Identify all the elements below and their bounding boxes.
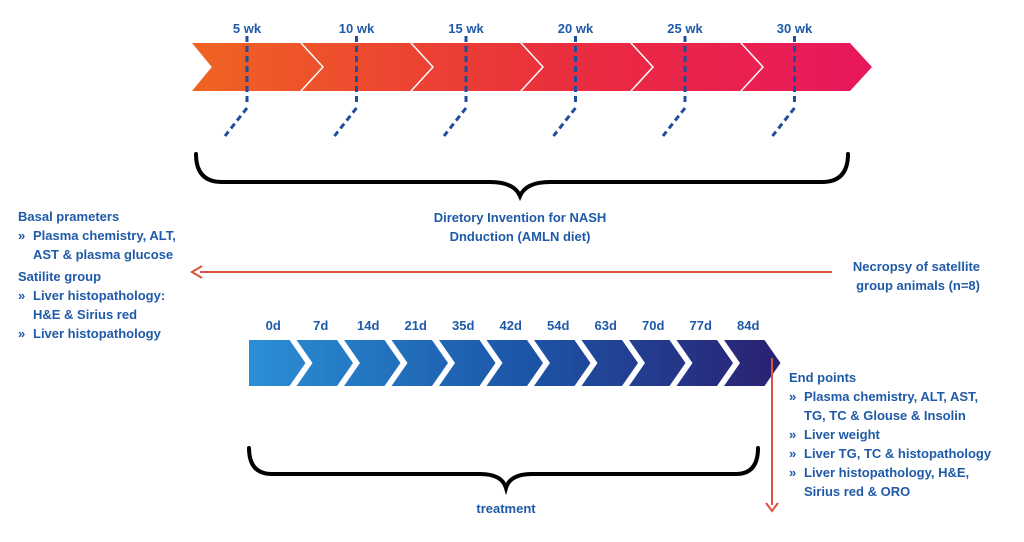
diet-label-line2: Dnduction (AMLN diet) [449, 229, 591, 244]
diet-chevron [192, 43, 322, 91]
list-item: Liver histopathology, H&E, [789, 463, 991, 482]
basal-parameters: Basal prameters Plasma chemistry, ALT, A… [18, 207, 176, 264]
day-label: 35d [452, 318, 475, 333]
satellite-title: Satilite group [18, 269, 102, 284]
treatment-period-brace [247, 446, 760, 496]
week-label: 10 wk [338, 21, 375, 36]
necropsy-line1: Necropsy of satellite [852, 259, 980, 274]
day-label: 77d [689, 318, 712, 333]
list-item: Liver weight [789, 425, 991, 444]
satellite-list: Liver histopathology: H&E & Sirius red L… [18, 286, 165, 343]
week-marker-diagonal [661, 107, 687, 137]
diet-chevron [632, 43, 762, 91]
end-points: End points Plasma chemistry, ALT, AST, T… [789, 368, 991, 501]
day-label: 63d [594, 318, 617, 333]
week-marker-diagonal [771, 107, 796, 137]
day-label: 21d [404, 318, 427, 333]
week-label: 5 wk [232, 21, 262, 36]
list-item-continued: H&E & Sirius red [33, 307, 138, 322]
day-label: 14d [357, 318, 380, 333]
treatment-chevron [676, 340, 733, 386]
treatment-label: treatment [476, 501, 536, 516]
list-item: Plasma chemistry, ALT, [18, 226, 176, 245]
treatment-chevron [344, 340, 401, 386]
day-label: 84d [737, 318, 760, 333]
list-item: Liver histopathology: [18, 286, 165, 305]
basal-title: Basal prameters [18, 209, 120, 224]
diet-timeline-chevrons [192, 43, 872, 91]
list-item: Liver TG, TC & histopathology [789, 444, 991, 463]
endpoints-title: End points [789, 370, 857, 385]
diet-period-label: Diretory Invention for NASH Dnduction (A… [380, 208, 660, 246]
treatment-chevron [486, 340, 543, 386]
day-label: 7d [313, 318, 329, 333]
list-item-continued: TG, TC & Glouse & Insolin [804, 408, 966, 423]
week-marker-diagonal [223, 107, 249, 137]
treatment-chevron [296, 340, 353, 386]
day-label: 0d [265, 318, 281, 333]
necropsy-line2: group animals (n=8) [856, 278, 980, 293]
list-item: H&E & Sirius red [18, 305, 165, 324]
diet-chevron [742, 43, 872, 91]
week-label: 25 wk [667, 21, 703, 36]
endpoints-list: Plasma chemistry, ALT, AST, TG, TC & Glo… [789, 387, 991, 501]
satellite-group: Satilite group Liver histopathology: H&E… [18, 267, 165, 343]
list-item-continued: AST & plasma glucose [33, 247, 174, 262]
week-marker-diagonal [333, 107, 358, 137]
diet-chevron [522, 43, 652, 91]
necropsy-arrowhead [190, 265, 203, 279]
week-label: 15 wk [448, 21, 484, 36]
treatment-chevron [724, 340, 781, 386]
treatment-chevron [534, 340, 591, 386]
list-item: AST & plasma glucose [18, 245, 176, 264]
treatment-chevron [391, 340, 448, 386]
treatment-chevron [629, 340, 686, 386]
week-marker-diagonal [552, 107, 577, 137]
week-label: 20 wk [557, 21, 594, 36]
diet-label-line1: Diretory Invention for NASH [433, 210, 607, 225]
list-item: Plasma chemistry, ALT, AST, [789, 387, 991, 406]
week-marker-diagonal [442, 107, 468, 137]
day-label: 54d [547, 318, 570, 333]
treatment-chevron [249, 340, 306, 386]
treatment-timeline-chevrons [249, 340, 781, 386]
list-item: Sirius red & ORO [789, 482, 991, 501]
diet-period-brace [194, 152, 850, 202]
day-label: 42d [499, 318, 522, 333]
treatment-chevron [439, 340, 496, 386]
endpoint-arrowhead [765, 502, 779, 513]
necropsy-label: Necropsy of satellite group animals (n=8… [800, 257, 980, 295]
diet-chevron [302, 43, 432, 91]
basal-list: Plasma chemistry, ALT, AST & plasma gluc… [18, 226, 176, 264]
list-item-continued: Sirius red & ORO [804, 484, 911, 499]
diet-chevron [412, 43, 542, 91]
day-label: 70d [642, 318, 665, 333]
treatment-chevron [581, 340, 638, 386]
list-item: Liver histopathology [18, 324, 165, 343]
week-label: 30 wk [776, 21, 813, 36]
week-markers [223, 36, 796, 137]
list-item: TG, TC & Glouse & Insolin [789, 406, 991, 425]
